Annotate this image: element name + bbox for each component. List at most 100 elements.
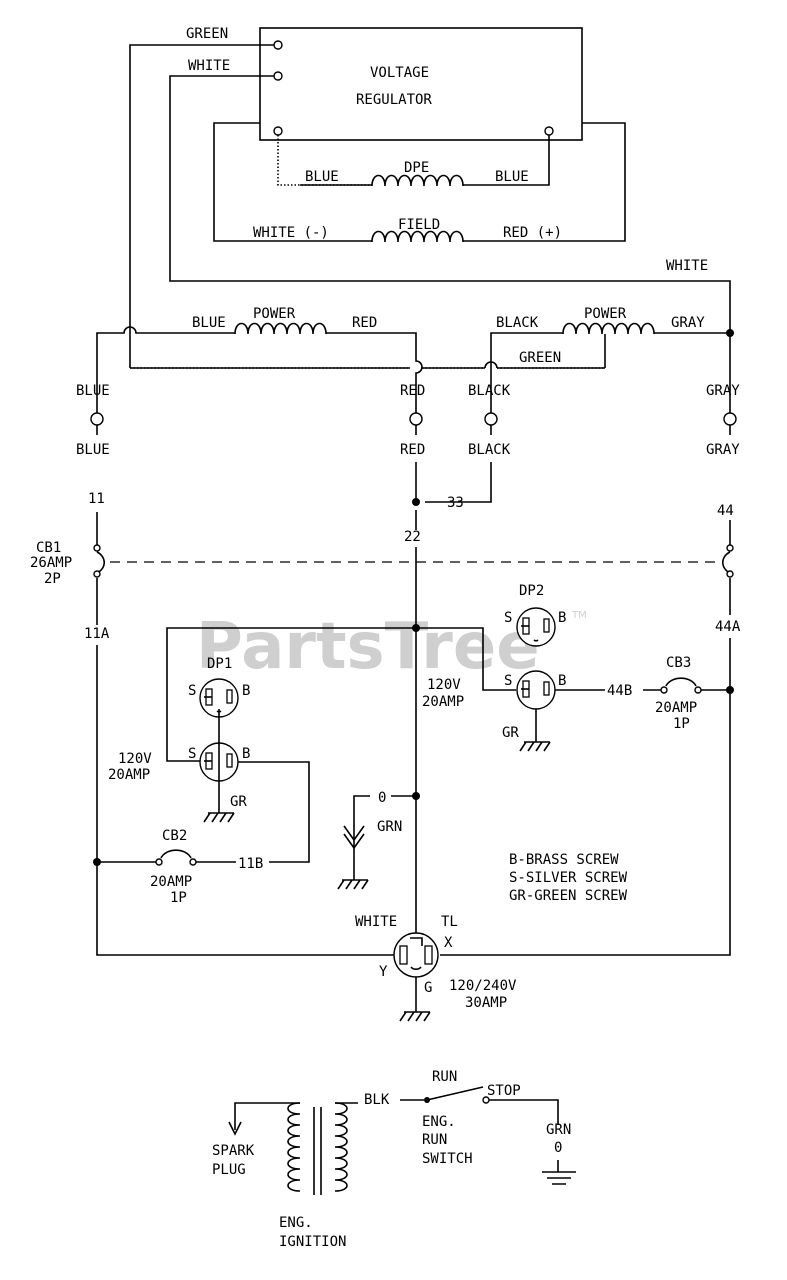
dp2-s: S — [504, 610, 512, 626]
node-44-label: 44 — [717, 503, 734, 519]
dp1-amp: 20AMP — [108, 767, 150, 783]
node-11b-label: 11B — [238, 856, 263, 872]
circuit-breaker-cb2: 11B CB2 20AMP 1P — [97, 828, 263, 906]
node-11a-label: 11A — [84, 626, 110, 642]
engine-ignition-circuit: BLK RUN STOP ENG. RUN SWITCH GRN 0 SPARK… — [212, 1069, 576, 1250]
cb2-name: CB2 — [162, 828, 187, 844]
dp1-gr: GR — [230, 794, 247, 810]
dp1-b2: B — [242, 746, 250, 762]
connector-black: BLACK BLACK — [468, 383, 511, 458]
cb3-rating: 20AMP — [655, 700, 697, 716]
dp2-volt: 120V — [427, 677, 461, 693]
dpe-left-label: BLUE — [305, 169, 339, 185]
dp2-s2: S — [504, 673, 512, 689]
ign-run-label: RUN — [432, 1069, 457, 1085]
duplex-outlet-dp1: DP1 S B S B GR 120V 20AMP — [108, 627, 416, 863]
screw-legend: B-BRASS SCREW S-SILVER SCREW GR-GREEN SC… — [509, 852, 628, 904]
cb1-name: CB1 — [36, 540, 61, 556]
node-0-label: 0 — [378, 790, 386, 806]
dp1-b: B — [242, 683, 250, 699]
black-bottom-label: BLACK — [468, 442, 511, 458]
duplex-outlet-dp2: DP2 S B S B GR 120V 20AMP — [416, 583, 605, 752]
twist-lock-outlet-tl: WHITE TL X Y G 120/240V 30AMP — [355, 914, 517, 1022]
dp1-volt: 120V — [118, 751, 152, 767]
cb2-rating: 20AMP — [150, 874, 192, 890]
black-top-label: BLACK — [468, 383, 511, 399]
dpe-right-label: BLUE — [495, 169, 529, 185]
tl-amp: 30AMP — [465, 995, 507, 1011]
circuit-breaker-cb1: CB1 26AMP 2P — [30, 512, 734, 587]
ign-grn-label: GRN — [546, 1122, 571, 1138]
voltage-regulator: VOLTAGE REGULATOR GREEN WHITE — [186, 26, 583, 141]
cb3-name: CB3 — [666, 655, 691, 671]
tl-volt: 120/240V — [449, 978, 517, 994]
cb3-poles: 1P — [673, 716, 690, 732]
ign-switch-line1: ENG. — [422, 1114, 456, 1130]
field-label: FIELD — [398, 217, 440, 233]
power1-right-label: RED — [352, 315, 377, 331]
dpe-winding: DPE BLUE BLUE — [277, 135, 550, 187]
node-22-label: 22 — [404, 529, 421, 545]
ign-switch-line3: SWITCH — [422, 1151, 473, 1167]
power2-center-label: GREEN — [519, 350, 561, 366]
node-33-label: 33 — [447, 495, 464, 511]
regulator-title-line1: VOLTAGE — [370, 65, 429, 81]
dp1-s2: S — [188, 746, 196, 762]
connector-gray: GRAY GRAY 44 — [706, 383, 740, 519]
node-44a-label: 44A — [715, 619, 741, 635]
white-lead-right-label: WHITE — [666, 258, 708, 274]
spark-plug-line1: SPARK — [212, 1143, 255, 1159]
ign-stop-label: STOP — [487, 1083, 521, 1099]
cb1-poles: 2P — [44, 571, 61, 587]
ign-zero-label: 0 — [554, 1140, 562, 1156]
dpe-label: DPE — [404, 160, 429, 176]
power2-left-label: BLACK — [496, 315, 539, 331]
ign-blk-label: BLK — [364, 1092, 390, 1108]
dp1-s: S — [188, 683, 196, 699]
power-winding-1: POWER BLUE RED — [96, 306, 423, 380]
dp2-name: DP2 — [519, 583, 544, 599]
dp2-amp: 20AMP — [422, 694, 464, 710]
watermark: PartsTree — [196, 610, 540, 684]
frame-ground-lead: 0 GRN — [337, 790, 416, 890]
tl-y: Y — [379, 964, 388, 980]
power1-left-label: BLUE — [192, 315, 226, 331]
regulator-title-line2: REGULATOR — [356, 92, 432, 108]
ground-lead-label: GRN — [377, 819, 402, 835]
power2-right-label: GRAY — [671, 315, 705, 331]
legend-line1: B-BRASS SCREW — [509, 852, 619, 868]
dp2-b2: B — [558, 673, 566, 689]
ign-switch-line2: RUN — [422, 1132, 447, 1148]
junction-dot — [726, 329, 734, 337]
connector-red: RED RED — [400, 383, 425, 458]
field-left-label: WHITE (-) — [253, 225, 329, 241]
eng-ignition-line1: ENG. — [279, 1215, 313, 1231]
blue-bottom-label: BLUE — [76, 442, 110, 458]
legend-line3: GR-GREEN SCREW — [509, 888, 628, 904]
dp2-gr: GR — [502, 725, 519, 741]
dp1-name: DP1 — [207, 656, 232, 672]
tl-x: X — [444, 935, 453, 951]
legend-line2: S-SILVER SCREW — [509, 870, 628, 886]
field-winding: FIELD WHITE (-) RED (+) — [213, 122, 626, 243]
tl-g: G — [424, 980, 432, 996]
gray-top-label: GRAY — [706, 383, 740, 399]
power2-label: POWER — [584, 306, 627, 322]
power1-label: POWER — [253, 306, 296, 322]
blue-top-label: BLUE — [76, 383, 110, 399]
spark-plug-line2: PLUG — [212, 1162, 246, 1178]
cb1-rating: 26AMP — [30, 555, 72, 571]
dp2-b: B — [558, 610, 566, 626]
watermark-tm: TM — [571, 610, 587, 621]
node-11-label: 11 — [88, 491, 105, 507]
gray-bottom-label: GRAY — [706, 442, 740, 458]
tl-name: TL — [441, 914, 458, 930]
field-right-label: RED (+) — [503, 225, 562, 241]
power-winding-2: POWER BLACK GRAY GREEN — [490, 306, 731, 380]
circuit-breaker-cb3: 44B CB3 20AMP 1P — [607, 655, 730, 732]
node-44b-label: 44B — [607, 683, 632, 699]
tl-white-label: WHITE — [355, 914, 397, 930]
eng-ignition-line2: IGNITION — [279, 1234, 346, 1250]
green-lead-label: GREEN — [186, 26, 228, 42]
